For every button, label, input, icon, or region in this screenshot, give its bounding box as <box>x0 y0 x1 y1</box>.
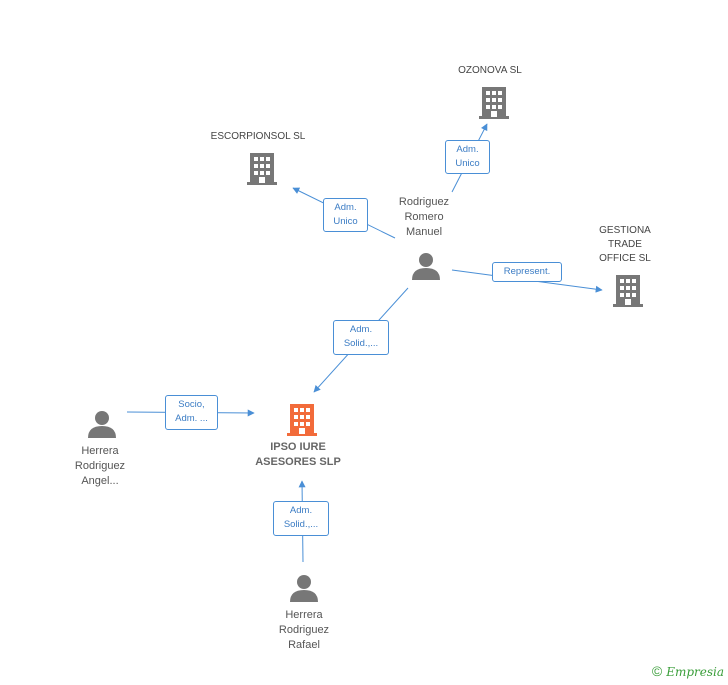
edge-label-line: Adm. <box>289 505 313 516</box>
edge-label-line: Adm. <box>456 144 479 155</box>
gestiona-label-line: GESTIONA <box>599 225 651 236</box>
edge-label-line: Represent. <box>503 266 551 277</box>
edge-label-line: Solid.,... <box>343 338 379 349</box>
edge-label-rodriguez-ipso: Adm. Solid.,... <box>333 320 389 355</box>
rodriguez-label-line: Manuel <box>405 226 443 238</box>
edge-label-rodriguez-escorpionsol: Adm. Unico <box>323 198 368 232</box>
ipso-label-line: ASESORES SLP <box>255 456 341 468</box>
ipso-label[interactable]: IPSO IURE ASESORES SLP <box>232 440 364 470</box>
herrera-angel-label[interactable]: Herrera Rodriguez Angel... <box>52 444 148 489</box>
edge-label-rafael-ipso: Adm. Solid.,... <box>273 501 329 536</box>
herrera-angel-label-line: Herrera <box>81 445 119 457</box>
edge-label-line: Adm. <box>349 324 373 335</box>
herrera-angel-label-line: Rodriguez <box>74 460 126 472</box>
gestiona-label-line: TRADE <box>608 239 642 250</box>
rodriguez-person-icon[interactable] <box>411 252 441 280</box>
edge-label-line: Adm. <box>334 202 357 213</box>
brand-logo[interactable]: Empresia <box>666 665 724 679</box>
rodriguez-label-line: Rodriguez <box>398 196 450 208</box>
escorpionsol-label[interactable]: ESCORPIONSOL SL <box>210 131 306 142</box>
ipso-label-line: IPSO IURE <box>270 441 326 453</box>
edge-label-angel-ipso: Socio, Adm. ... <box>165 395 218 430</box>
herrera-rafael-label-line: Herrera <box>285 609 323 621</box>
copyright-icon: © <box>651 663 663 679</box>
herrera-rafael-person-icon[interactable] <box>289 574 319 602</box>
herrera-rafael-label-line: Rodriguez <box>278 624 330 636</box>
edge-label-line: Socio, <box>178 399 205 410</box>
rodriguez-label-line: Romero <box>404 211 444 223</box>
gestiona-building-icon[interactable] <box>612 273 644 307</box>
gestiona-label-line: OFFICE SL <box>599 253 651 264</box>
herrera-angel-person-icon[interactable] <box>87 410 117 438</box>
herrera-rafael-label[interactable]: Herrera Rodriguez Rafael <box>256 608 352 653</box>
escorpionsol-building-icon[interactable] <box>246 151 278 185</box>
brand-footer: ©Empresia <box>652 663 724 679</box>
ipso-building-icon[interactable] <box>286 401 318 437</box>
edge-label-line: Solid.,... <box>283 519 319 530</box>
rodriguez-label[interactable]: Rodriguez Romero Manuel <box>376 195 472 240</box>
ozonova-building-icon[interactable] <box>478 85 510 119</box>
edge-label-line: Adm. ... <box>175 413 208 424</box>
edge-label-rodriguez-ozonova: Adm. Unico <box>445 140 490 174</box>
herrera-rafael-label-line: Rafael <box>288 639 320 651</box>
edge-label-rodriguez-gestiona: Represent. <box>492 262 562 282</box>
herrera-angel-label-line: Angel... <box>81 475 119 487</box>
ozonova-label[interactable]: OZONOVA SL <box>458 65 522 76</box>
gestiona-label[interactable]: GESTIONA TRADE OFFICE SL <box>580 224 670 266</box>
edge-label-line: Unico <box>333 216 358 227</box>
edge-label-line: Unico <box>455 158 480 169</box>
